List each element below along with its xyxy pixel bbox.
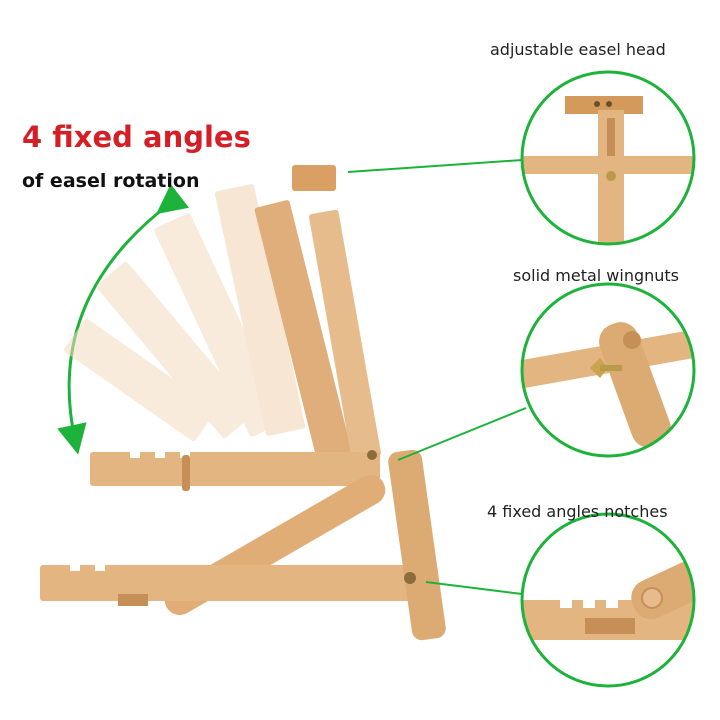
rotation-arrow-icon (57, 183, 190, 455)
ghost-positions (64, 184, 305, 442)
callout-line-2 (397, 407, 527, 461)
callout-label-wingnuts: solid metal wingnuts (513, 266, 680, 285)
callout-line-3 (425, 581, 523, 595)
wingnut-detail-icon (520, 282, 696, 458)
easel-head-detail-icon (520, 70, 696, 246)
headline-sub: of easel rotation (22, 170, 200, 192)
notches-detail-icon (520, 512, 696, 688)
callout-label-easel-head: adjustable easel head (490, 40, 666, 59)
easel-body (40, 165, 446, 641)
callout-label-notches: 4 fixed angles notches (487, 502, 668, 521)
callout-line-1 (347, 159, 523, 173)
headline-main: 4 fixed angles (22, 120, 251, 154)
